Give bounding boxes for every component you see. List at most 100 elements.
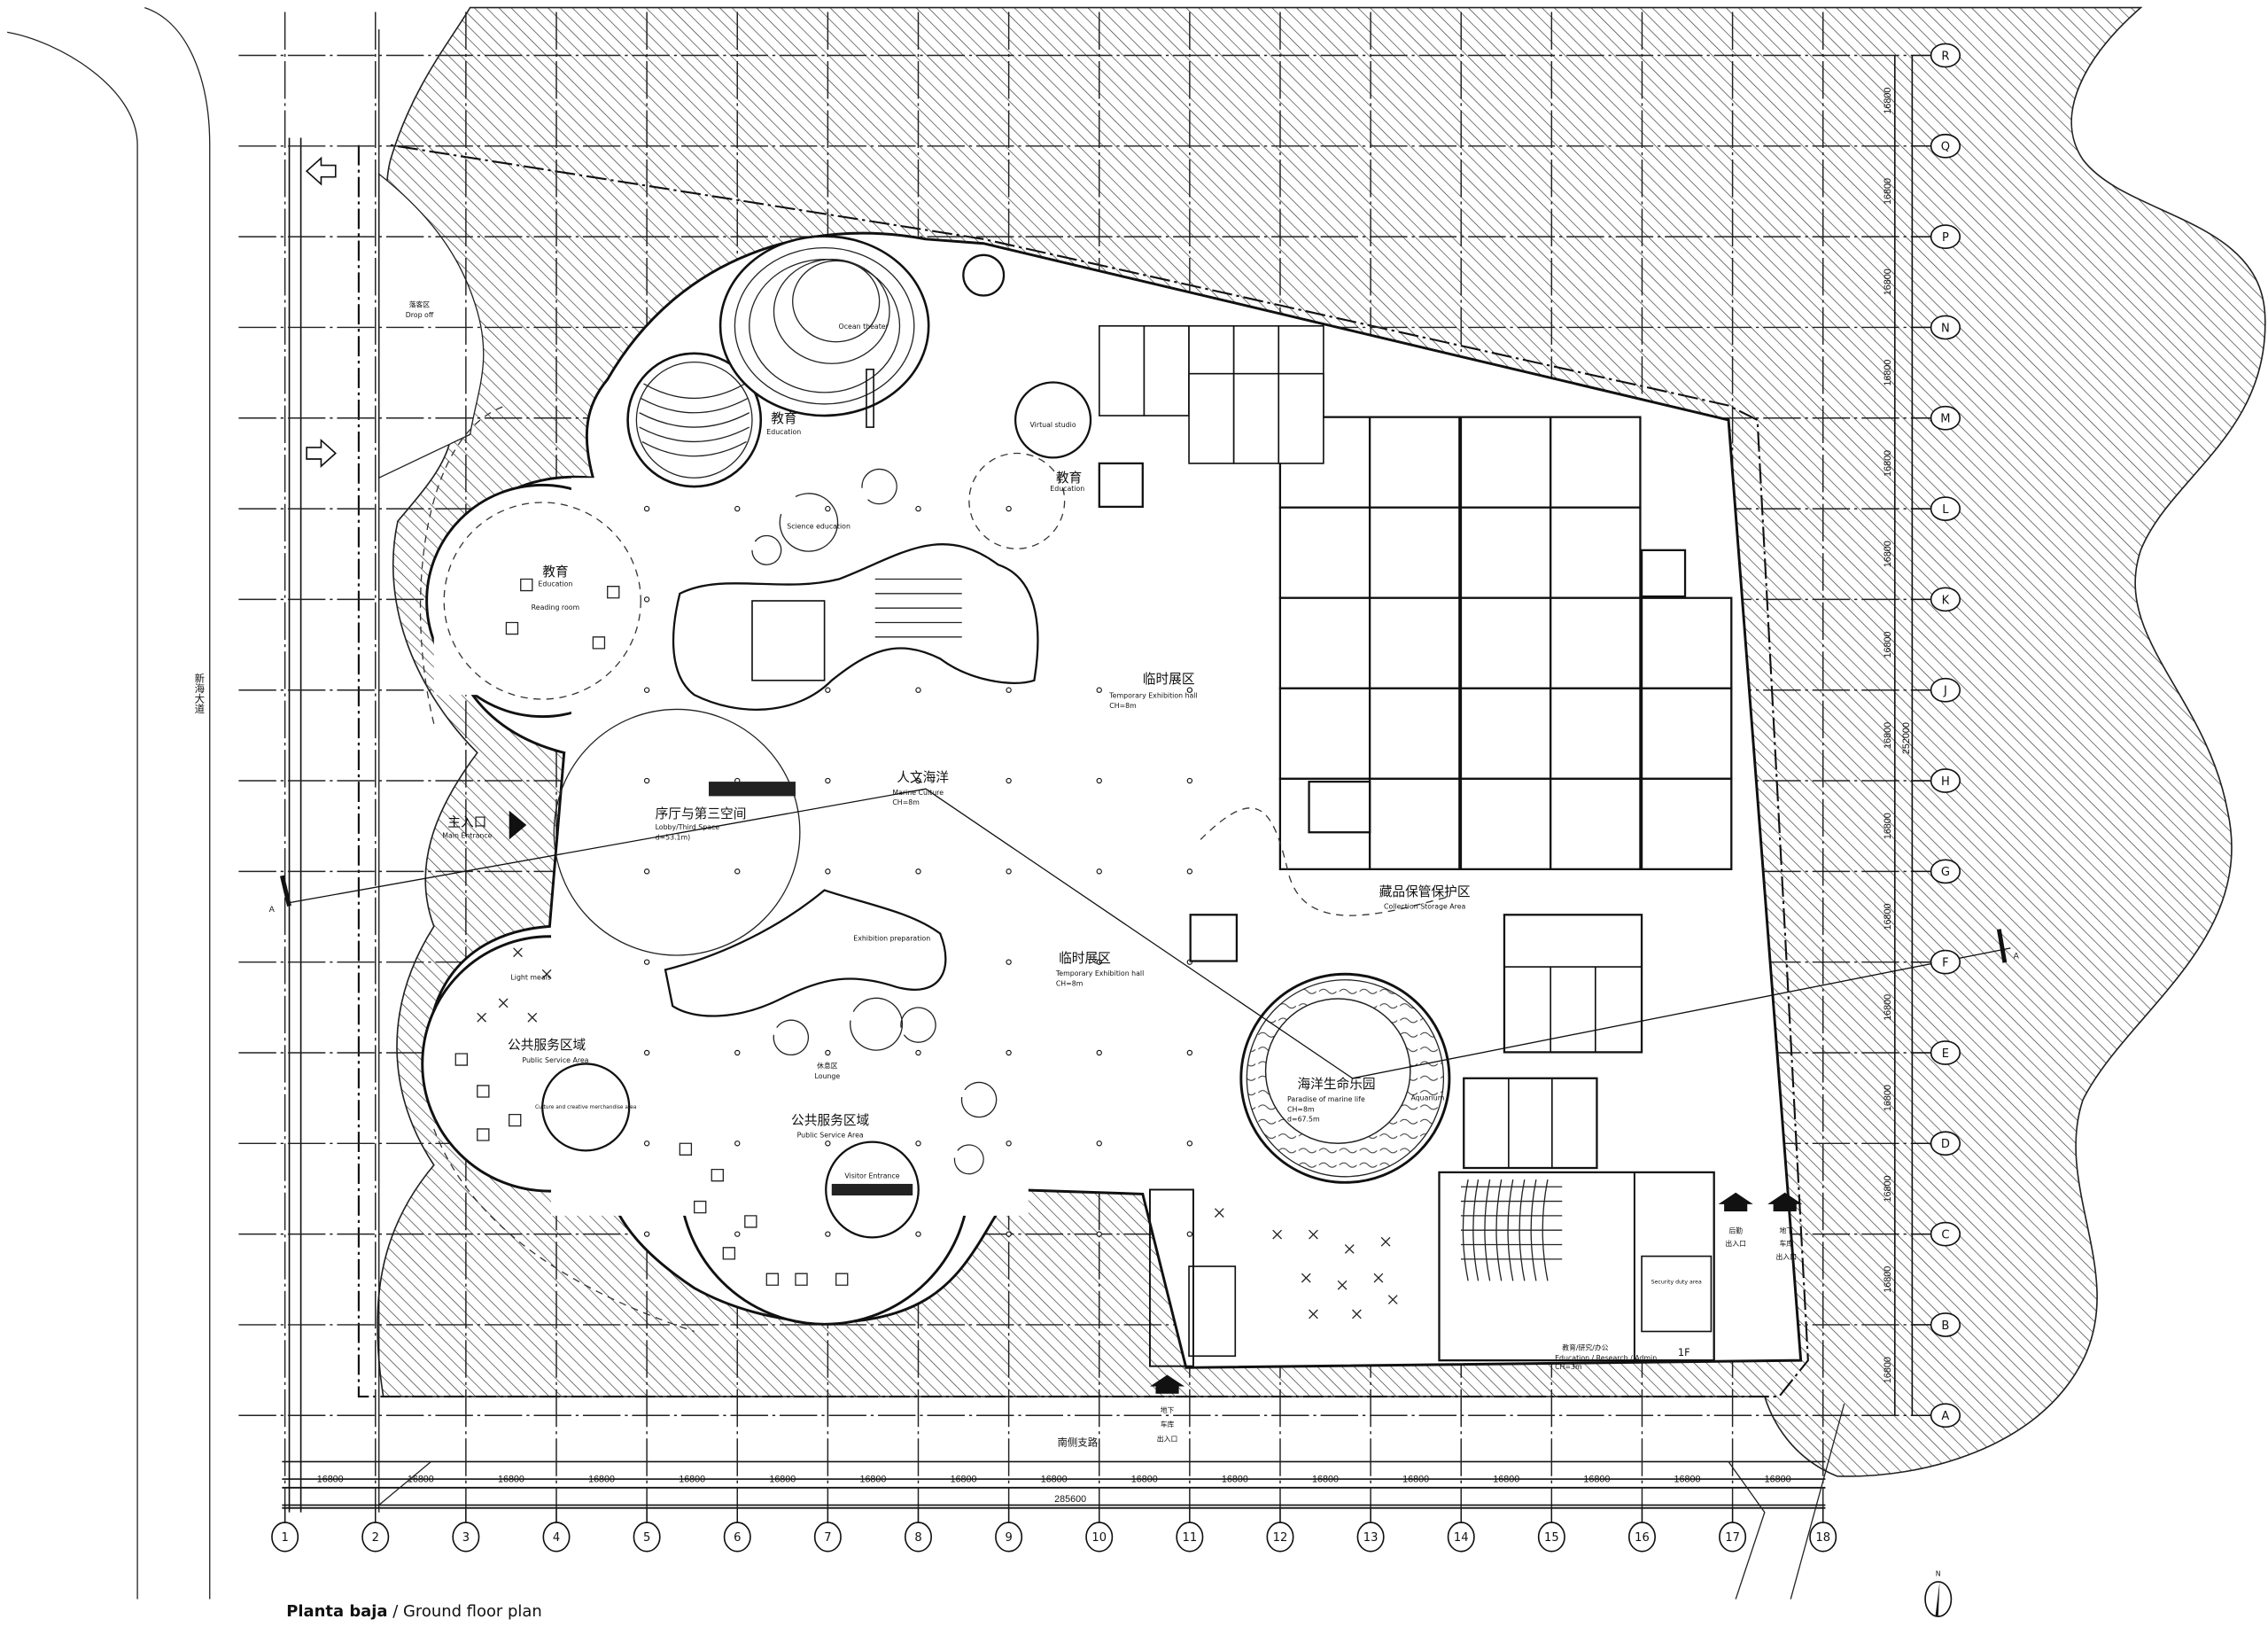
dimension-label: 16800 xyxy=(1883,813,1893,839)
core-block xyxy=(1308,780,1371,834)
row-axis-label: K xyxy=(1942,594,1950,607)
public-service-label-cn: 公共服务区域 xyxy=(508,1038,586,1053)
row-axis-bubble xyxy=(1930,1040,1961,1065)
storage-room-cell xyxy=(1459,596,1552,689)
dimension-label: 16800 xyxy=(1765,1474,1791,1484)
reading-room-label: Reading room xyxy=(532,603,580,611)
row-axis-label: M xyxy=(1940,413,1950,426)
row-axis-bubble xyxy=(1930,1312,1961,1337)
restroom-block xyxy=(1188,1265,1237,1358)
science-room-ring xyxy=(751,468,897,565)
furniture-squares xyxy=(454,578,849,1286)
storage-room-cell xyxy=(1143,324,1190,416)
section-label-west: A xyxy=(269,906,276,915)
column-axis-label: 18 xyxy=(1815,1531,1830,1545)
ocean-theater-label: Ocean theater xyxy=(839,323,889,331)
column-marker xyxy=(1096,1049,1102,1056)
dimension-label: 16800 xyxy=(1883,1175,1893,1202)
garage-entrance-label: 车库 xyxy=(1779,1239,1793,1248)
storage-room-cell xyxy=(1188,372,1235,464)
entry-arrow-icon xyxy=(306,438,337,468)
section-label-east: A xyxy=(2014,952,2020,961)
row-axis-bubble xyxy=(1930,859,1961,884)
dimension-label: 16800 xyxy=(1493,1474,1519,1484)
dimension-label: 16800 xyxy=(1883,541,1893,567)
core-block xyxy=(1098,462,1144,509)
service-entrance-label: 后勤 xyxy=(1728,1226,1743,1234)
column-axis-label: 13 xyxy=(1363,1531,1379,1545)
section-marker-east xyxy=(1996,929,2008,963)
column-marker xyxy=(734,505,741,512)
core-block xyxy=(1640,549,1687,598)
central-exhibit-pavilion xyxy=(672,543,1039,711)
column-marker xyxy=(1096,1231,1102,1237)
drop-off-label-cn: 落客区 xyxy=(409,300,431,309)
storage-room-cell xyxy=(1640,687,1733,780)
culture-shop-room xyxy=(541,1063,631,1152)
column-axis-label: 12 xyxy=(1273,1531,1288,1545)
column-marker xyxy=(1006,1049,1012,1056)
main-entrance-label: Main Entrance xyxy=(442,832,492,840)
storage-room-cell xyxy=(1368,506,1461,599)
row-axis-label: P xyxy=(1942,231,1949,245)
column-axis-bubble xyxy=(1176,1522,1204,1553)
dimension-total-label: 285600 xyxy=(1054,1494,1086,1505)
row-axis-bubble xyxy=(1930,949,1961,975)
column-axis-bubble xyxy=(813,1522,842,1553)
column-axis-label: 16 xyxy=(1635,1531,1650,1545)
dimension-label: 16800 xyxy=(769,1474,796,1484)
drop-off-label: Drop off xyxy=(406,311,434,319)
virtual-studio-room xyxy=(1014,381,1092,459)
storage-room-cell xyxy=(1278,506,1371,599)
lift-core xyxy=(962,253,1006,297)
row-axis-label: J xyxy=(1943,685,1947,698)
marine-life-label-cn: 海洋生命乐园 xyxy=(1297,1076,1375,1092)
column-axis-bubble xyxy=(361,1522,390,1553)
storage-room-cell xyxy=(1550,416,1642,509)
column-marker xyxy=(1186,687,1193,693)
dimension-label: 16800 xyxy=(1674,1474,1701,1484)
storage-room-cell xyxy=(1459,687,1552,780)
dimension-label: 16800 xyxy=(1883,360,1893,386)
lobby-diameter: d=53.1m) xyxy=(656,833,691,841)
column-axis-label: 15 xyxy=(1544,1531,1559,1545)
dimension-label: 16800 xyxy=(1883,1357,1893,1383)
service-entrance-label: 出入口 xyxy=(1725,1239,1746,1248)
column-marker xyxy=(734,1049,741,1056)
dimension-label: 16800 xyxy=(1222,1474,1248,1484)
storage-room-cell xyxy=(1278,372,1324,464)
rooms-north-of-marine xyxy=(1503,914,1643,1054)
public-service-label: Public Service Area xyxy=(797,1132,864,1140)
row-axis-label: R xyxy=(1941,50,1949,63)
column-marker xyxy=(734,1231,741,1237)
lobby-stair xyxy=(709,782,796,797)
storage-room-cell xyxy=(1368,687,1461,780)
column-axis-bubble xyxy=(633,1522,661,1553)
column-marker xyxy=(915,1231,921,1237)
seating-rows xyxy=(874,578,962,638)
dimension-label: 16800 xyxy=(1883,88,1893,114)
row-axis-bubble xyxy=(1930,315,1961,340)
marine-culture-label: Marine Culture xyxy=(892,789,944,797)
column-marker xyxy=(1186,777,1193,784)
column-marker xyxy=(1186,868,1193,875)
storage-room-cell xyxy=(1368,416,1461,509)
lounge-rings xyxy=(773,997,998,1175)
column-marker xyxy=(825,1049,831,1056)
column-axis-bubble xyxy=(1356,1522,1385,1553)
marine-life-height: CH=8m xyxy=(1287,1105,1315,1113)
core-block xyxy=(1189,914,1239,962)
garden-shrubs xyxy=(477,947,1398,1320)
lobby-label-cn: 序厅与第三空间 xyxy=(656,806,747,821)
row-axis-bubble xyxy=(1930,1403,1961,1428)
row-axis-label: E xyxy=(1942,1047,1949,1061)
column-axis-label: 11 xyxy=(1183,1531,1198,1545)
row-axis-label: G xyxy=(1941,866,1950,879)
column-axis-label: 4 xyxy=(553,1531,560,1545)
stair-block xyxy=(751,600,826,681)
auditorium-east-seating xyxy=(1460,1179,1563,1281)
storage-room-cell xyxy=(1459,416,1552,509)
column-marker xyxy=(734,868,741,875)
column-marker xyxy=(1006,687,1012,693)
lobby-space xyxy=(553,708,801,956)
